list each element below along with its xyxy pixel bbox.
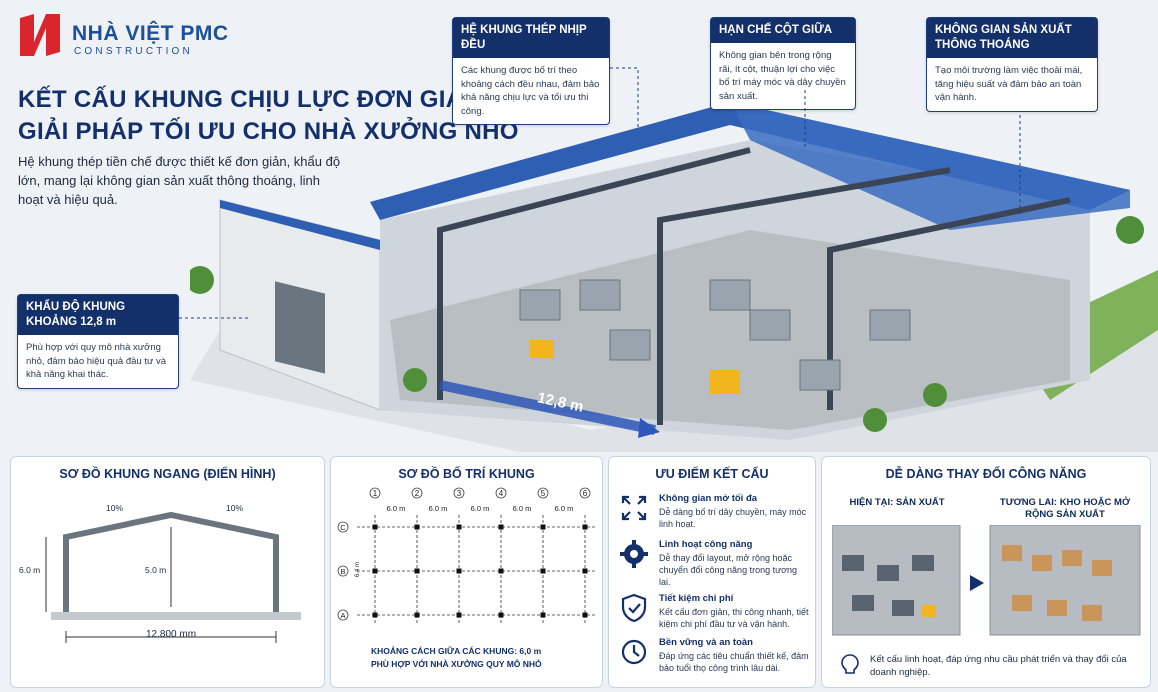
advantages-title: ƯU ĐIỂM KẾT CẤU — [655, 467, 769, 481]
expand-icon — [621, 495, 647, 521]
frame-layout-grid: 1 2 3 4 5 6 6.0 m 6.0 m 6.0 m 6.0 m 6.0 m C B A 6.4 m — [337, 487, 596, 625]
layout-note-line2: PHÙ HỢP VỚI NHÀ XƯỞNG QUY MÔ NHỎ — [371, 659, 542, 669]
column-marker — [456, 524, 462, 530]
panel-change-function: DỄ DÀNG THAY ĐỔI CÔNG NĂNG HIỆN TẠI: SẢN… — [821, 456, 1151, 688]
column-marker — [372, 568, 378, 574]
ridge-height-label: 5.0 m — [145, 565, 167, 575]
page-title-line2: GIẢI PHÁP TỐI ƯU CHO NHÀ XƯỞNG NHỎ — [18, 118, 519, 145]
brand-logo-icon — [20, 14, 60, 56]
column-marker — [498, 568, 504, 574]
page-title-line1: KẾT CẤU KHUNG CHỊU LỰC ĐƠN GIẢN — [18, 86, 482, 113]
callout-space-title: KHÔNG GIAN SẢN XUẤT THÔNG THOÁNG — [927, 18, 1097, 58]
axis-num-label: 1 — [373, 489, 378, 498]
column-marker — [456, 568, 462, 574]
axis-num-marker — [495, 487, 507, 499]
advantage-desc: Đáp ứng các tiêu chuẩn thiết kế, đảm bảo… — [659, 651, 809, 673]
axis-letter-marker — [337, 609, 349, 621]
column-marker — [498, 524, 504, 530]
layout-note: KHOẢNG CÁCH GIỮA CÁC KHUNG: 6,0 m PHÙ HỢ… — [371, 645, 542, 671]
brand-subtitle: CONSTRUCTION — [74, 46, 193, 57]
axis-letter-label: C — [340, 523, 346, 532]
advantage-title: Tiết kiệm chi phí — [659, 593, 734, 604]
axis-num-marker — [537, 487, 549, 499]
column-marker — [540, 568, 546, 574]
spacing-label: 6.0 m — [429, 504, 448, 513]
warehouse-illustration — [190, 102, 1158, 452]
advantage-desc: Dễ dàng bố trí dây chuyền, máy móc linh … — [659, 507, 807, 529]
side-span-label: 6.4 m — [355, 562, 361, 577]
column-marker — [414, 524, 420, 530]
axis-letter-label: A — [340, 611, 345, 620]
column-marker — [456, 612, 462, 618]
column-marker — [372, 524, 378, 530]
column-marker — [582, 568, 588, 574]
panel-frame-layout: SƠ ĐỒ BỐ TRÍ KHUNG 1 2 3 4 5 6 6.0 m 6.0 m 6.0 m… — [330, 456, 603, 688]
column-marker — [540, 524, 546, 530]
height-label: 6.0 m — [19, 565, 41, 575]
frame-section-diagram — [45, 511, 301, 643]
advantage-title: Bền vững và an toàn — [659, 637, 753, 648]
spacing-label: 6.0 m — [555, 504, 574, 513]
layout-title: SƠ ĐỒ BỐ TRÍ KHUNG — [398, 467, 535, 481]
spacing-label: 6.0 m — [471, 504, 490, 513]
clock-icon — [621, 639, 647, 665]
callout-space-body: Tạo môi trường làm việc thoải mái, tăng … — [935, 65, 1083, 103]
advantage-title: Không gian mở tối đa — [659, 493, 758, 504]
callout-steel-body: Các khung được bố trí theo khoảng cách đ… — [461, 65, 600, 117]
panel-frame-section: SƠ ĐỒ KHUNG NGANG (ĐIỂN HÌNH) 10% 10% 6.… — [10, 456, 325, 688]
callout-space: KHÔNG GIAN SẢN XUẤT THÔNG THOÁNG Tạo môi… — [926, 17, 1098, 112]
axis-num-marker — [579, 487, 591, 499]
callout-span: KHẨU ĐỘ KHUNG KHOẢNG 12,8 m Phù hợp với … — [17, 294, 179, 389]
callout-steel-title: HỆ KHUNG THÉP NHỊP ĐỀU — [453, 18, 609, 58]
advantage-desc: Dễ thay đổi layout, mở rộng hoặc chuyển … — [659, 553, 798, 587]
column-marker — [372, 612, 378, 618]
axis-num-label: 5 — [541, 489, 546, 498]
column-marker — [582, 612, 588, 618]
axis-num-label: 3 — [457, 489, 462, 498]
slope-right-label: 10% — [226, 503, 244, 513]
column-marker — [582, 524, 588, 530]
gear-icon — [620, 540, 648, 568]
shield-check-icon — [621, 593, 647, 623]
callout-column-title: HẠN CHẾ CỘT GIỮA — [711, 18, 855, 43]
axis-letter-marker — [337, 565, 349, 577]
advantage-desc: Kết cấu đơn giản, thi công nhanh, tiết k… — [659, 607, 809, 629]
layout-note-line1: KHOẢNG CÁCH GIỮA CÁC KHUNG: 6,0 m — [371, 646, 542, 656]
axis-num-marker — [411, 487, 423, 499]
callout-column-body: Không gian bên trong rộng rãi, ít cột, t… — [719, 50, 846, 102]
change-illustration — [832, 525, 1141, 636]
callout-span-body: Phù hợp với quy mô nhà xưởng nhỏ, đảm bả… — [26, 342, 166, 380]
change-title: DỄ DÀNG THAY ĐỔI CÔNG NĂNG — [885, 467, 1087, 481]
column-marker — [498, 612, 504, 618]
width-label: 12.800 mm — [146, 629, 197, 640]
axis-letter-marker — [337, 521, 349, 533]
axis-num-label: 2 — [415, 489, 420, 498]
callout-span-title: KHẨU ĐỘ KHUNG KHOẢNG 12,8 m — [18, 295, 178, 335]
callout-column: HẠN CHẾ CỘT GIỮA Không gian bên trong rộ… — [710, 17, 856, 110]
lightbulb-icon — [841, 654, 859, 674]
intro-text: Hệ khung thép tiền chế được thiết kế đơn… — [18, 154, 341, 207]
spacing-label: 6.0 m — [387, 504, 406, 513]
now-label: HIỆN TẠI: SẢN XUẤT — [849, 497, 945, 508]
brand-name: NHÀ VIỆT PMC — [72, 22, 229, 45]
column-marker — [540, 612, 546, 618]
change-note: Kết cấu linh hoạt, đáp ứng nhu cầu phát … — [870, 654, 1127, 678]
spacing-label: 6.0 m — [513, 504, 532, 513]
axis-num-marker — [369, 487, 381, 499]
panel-advantages: ƯU ĐIỂM KẾT CẤU Không gian mở tối đa Dễ … — [608, 456, 816, 688]
axis-num-marker — [453, 487, 465, 499]
advantage-title: Linh hoạt công năng — [659, 539, 753, 550]
axis-num-label: 6 — [583, 489, 588, 498]
column-marker — [414, 612, 420, 618]
column-marker — [414, 568, 420, 574]
future-label: TƯƠNG LAI: KHO HOẶC MỞ RỘNG SẢN XUẤT — [999, 497, 1131, 520]
callout-steel-frame: HỆ KHUNG THÉP NHỊP ĐỀU Các khung được bố… — [452, 17, 610, 125]
frame-section-title: SƠ ĐỒ KHUNG NGANG (ĐIỂN HÌNH) — [59, 467, 276, 481]
axis-letter-label: B — [340, 567, 345, 576]
axis-num-label: 4 — [499, 489, 504, 498]
slope-left-label: 10% — [106, 503, 124, 513]
